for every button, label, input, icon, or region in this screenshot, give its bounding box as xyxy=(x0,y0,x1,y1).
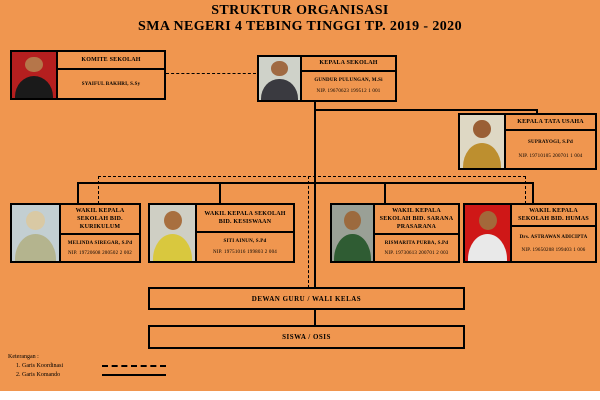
node-nip: NIP. 19720608 200502 2 002 xyxy=(68,250,132,256)
portrait-icon xyxy=(14,75,54,98)
line-koordinasi-bus-dashed xyxy=(98,176,526,177)
line-komite-kepsek-dashed xyxy=(166,73,256,74)
photo-wakil-sarana-prasarana xyxy=(332,205,375,261)
node-siswa-osis: SISWA / OSIS xyxy=(148,325,465,349)
node-title: WAKIL KEPALA SEKOLAH BID. SARANA PRASARA… xyxy=(375,205,458,236)
node-title: WAKIL KEPALA SEKOLAH BID. HUMAS xyxy=(512,205,595,228)
node-nip: NIP. 19710105 200701 1 004 xyxy=(518,154,583,159)
line-kepsek-down xyxy=(314,101,316,184)
node-title: WAKIL KEPALA SEKOLAH BID. KURIKULUM xyxy=(61,205,139,236)
line-wakil-bus xyxy=(77,182,534,184)
legend: Keterangan : 1. Garis Koordinasi 2. Gari… xyxy=(8,354,166,378)
portrait-icon xyxy=(462,142,502,168)
portrait-icon xyxy=(473,120,491,139)
node-wakil-humas: WAKIL KEPALA SEKOLAH BID. HUMAS Drs. AST… xyxy=(463,203,597,263)
dashed-line-sample xyxy=(102,365,166,367)
node-name: MELINDA SIREGAR, S.Pd xyxy=(67,240,133,246)
line-koordinasi-center-dashed xyxy=(308,176,309,288)
portrait-icon xyxy=(271,61,288,76)
photo-wakil-kesiswaan xyxy=(150,205,197,261)
photo-kepala-sekolah xyxy=(259,57,302,100)
page-title-line1: STRUKTUR ORGANISASI xyxy=(211,3,389,18)
legend-label: 2. Garis Komando xyxy=(16,372,61,378)
node-name: SUPRAYOGI, S.Pd xyxy=(528,140,573,145)
portrait-icon xyxy=(26,210,45,230)
legend-item-komando: 2. Garis Komando xyxy=(16,372,166,378)
line-drop-kurikulum xyxy=(77,182,79,204)
portrait-icon xyxy=(467,234,508,261)
photo-wakil-kurikulum xyxy=(12,205,61,261)
node-title: KEPALA SEKOLAH xyxy=(302,57,395,72)
node-wakil-sarana-prasarana: WAKIL KEPALA SEKOLAH BID. SARANA PRASARA… xyxy=(330,203,460,263)
node-dewan-guru-wali-kelas: DEWAN GURU / WALI KELAS xyxy=(148,287,465,310)
line-koordinasi-drop-left-dashed xyxy=(98,176,99,204)
node-name: RISMARITA PURBA, S.Pd xyxy=(384,240,449,246)
line-drop-humas xyxy=(532,182,534,204)
node-title: WAKIL KEPALA SEKOLAH BID. KESISWAAN xyxy=(197,205,293,233)
portrait-icon xyxy=(334,234,371,261)
portrait-icon xyxy=(14,234,57,261)
photo-kepala-tata-usaha xyxy=(460,115,506,168)
portrait-icon xyxy=(25,56,43,73)
line-drop-kesiswaan xyxy=(219,182,221,204)
node-nip: NIP. 19751016 199803 2 004 xyxy=(213,250,277,255)
line-dewan-siswa xyxy=(314,310,316,326)
node-name: SYAIFUL BAKHRI, S.Sy xyxy=(81,81,141,87)
page-title-line2: SMA NEGERI 4 TEBING TINGGI TP. 2019 - 20… xyxy=(138,19,462,34)
node-name: Drs. ASTRAWAN ADICIPTA xyxy=(519,235,588,241)
portrait-icon xyxy=(261,79,298,100)
portrait-icon xyxy=(152,234,193,261)
photo-komite-sekolah xyxy=(12,52,58,98)
line-koordinasi-drop-right-dashed xyxy=(525,176,526,204)
node-nip: NIP. 19650208 199403 1 006 xyxy=(521,248,586,254)
node-wakil-kurikulum: WAKIL KEPALA SEKOLAH BID. KURIKULUM MELI… xyxy=(10,203,141,263)
photo-wakil-humas xyxy=(465,205,512,261)
node-name: GUNDUR PULUNGAN, M.Si xyxy=(314,78,383,83)
legend-item-koordinasi: 1. Garis Koordinasi xyxy=(16,363,166,369)
line-drop-sarana xyxy=(384,182,386,204)
node-name: SITI AINUN, S.Pd xyxy=(223,239,267,244)
node-nip: NIP. 19730613 200701 2 003 xyxy=(384,250,449,256)
node-kepala-sekolah: KEPALA SEKOLAH GUNDUR PULUNGAN, M.Si NIP… xyxy=(257,55,397,102)
solid-line-sample xyxy=(102,374,166,376)
node-komite-sekolah: KOMITE SEKOLAH SYAIFUL BAKHRI, S.Sy xyxy=(10,50,166,100)
page-bottom-margin xyxy=(0,391,600,400)
legend-label: 1. Garis Koordinasi xyxy=(16,363,64,369)
node-title: KOMITE SEKOLAH xyxy=(58,52,164,70)
line-tatausaha-drop xyxy=(536,109,538,115)
node-nip: NIP. 19670623 199512 1 001 xyxy=(316,89,381,94)
node-wakil-kesiswaan: WAKIL KEPALA SEKOLAH BID. KESISWAAN SITI… xyxy=(148,203,295,263)
node-kepala-tata-usaha: KEPALA TATA USAHA SUPRAYOGI, S.Pd NIP. 1… xyxy=(458,113,597,170)
line-branch-tatausaha xyxy=(314,109,538,111)
line-center-dewan xyxy=(314,182,316,288)
node-title: KEPALA TATA USAHA xyxy=(506,115,595,131)
portrait-icon xyxy=(163,210,182,230)
legend-heading: Keterangan : xyxy=(8,354,39,360)
portrait-icon xyxy=(478,210,497,230)
portrait-icon xyxy=(344,210,361,230)
